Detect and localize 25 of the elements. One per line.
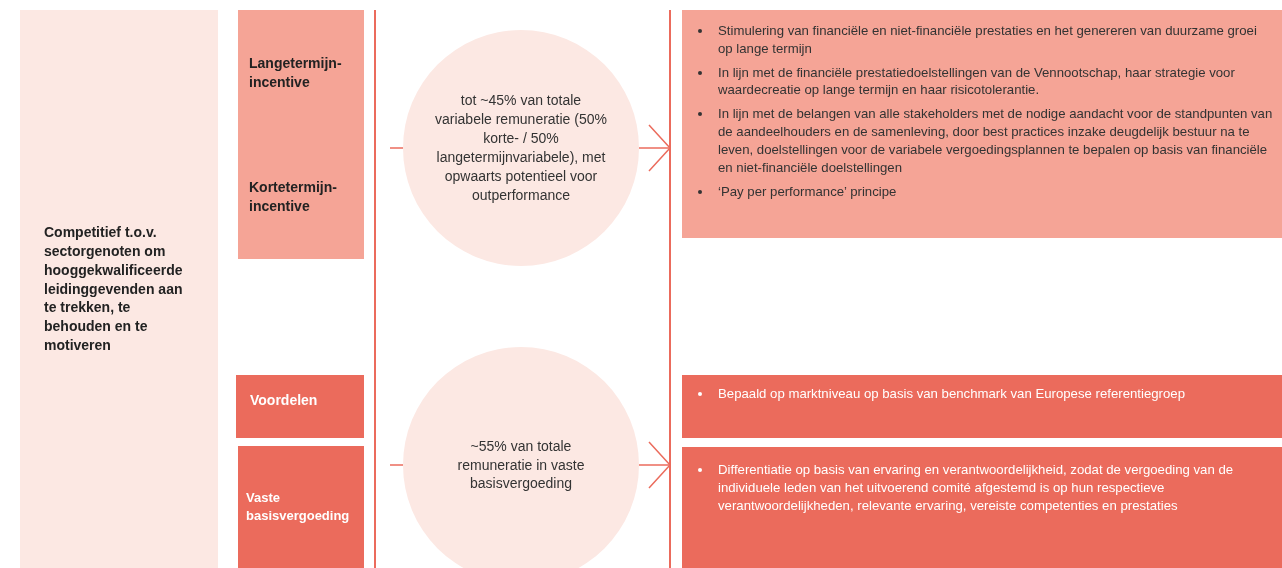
arrow <box>638 124 671 172</box>
category-label: Kortetermijn-incentive <box>249 178 338 216</box>
category-box <box>236 375 364 438</box>
bullet-text: In lijn met de belangen van alle stakeholders met de nodige aandacht voor de standpunten van de aandeelhouders en de samenleving, door best practices inzake deugdelijk bestuur na te leven, doelstellingen voor de variabele vergoedingsplannen te bepalen op basis van financiële en niet-financiële doelstellingen <box>718 105 1274 177</box>
description-box <box>682 375 1282 438</box>
description-box <box>682 447 1282 568</box>
goal-panel <box>20 10 218 568</box>
connector-line <box>389 147 404 149</box>
category-label: Voordelen <box>250 391 319 410</box>
share-text: tot ~45% van totale variabele remuneratie (50% korte- / 50% langetermijnvariabele), met opwaarts potentieel voor outperformance <box>434 91 608 205</box>
bullet-text: Bepaald op marktniveau op basis van benchmark van Europese referentiegroep <box>718 385 1274 403</box>
bullet-text: ‘Pay per performance’ principe <box>718 182 1274 201</box>
category-box <box>238 135 364 259</box>
category-label: Vaste basisvergoeding <box>246 489 351 525</box>
category-box <box>238 446 364 568</box>
goal-text: Competitief t.o.v. sectorgenoten om hooggekwalificeerde leidinggevenden aan te trekken, te behouden en te motiveren <box>44 222 184 356</box>
connector-line <box>389 464 404 466</box>
bullet-text: In lijn met de financiële prestatiedoelstellingen van de Vennootschap, haar strategie voor waardecreatie op lange termijn en haar risicotolerantie. <box>718 63 1274 100</box>
arrow <box>638 441 671 489</box>
category-label: Langetermijn-incentive <box>249 53 343 92</box>
description-box <box>682 10 1282 238</box>
bullet-text: Differentiatie op basis van ervaring en verantwoordelijkheid, zodat de vergoeding van de individuele leden van het uitvoerend comité afgestemd is op hun respectieve verantwoordelijkheden, relevante ervaring, vereiste competenties en prestaties <box>718 461 1274 515</box>
bullet-text: Stimulering van financiële en niet-financiële prestaties en het genereren van duurzame groei op lange termijn <box>718 22 1274 58</box>
share-text: ~55% van totale remuneratie in vaste basisvergoeding <box>456 436 586 494</box>
category-box <box>238 10 364 135</box>
